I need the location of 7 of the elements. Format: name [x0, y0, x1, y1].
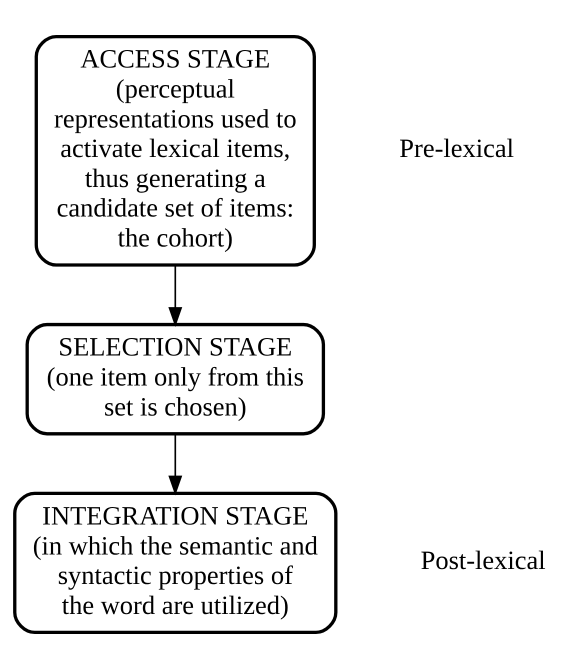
arrow — [168, 265, 182, 327]
arrow — [168, 433, 182, 496]
node-box: SELECTION STAGE (one item only from this set is chosen) — [26, 322, 326, 435]
node-box: INTEGRATION STAGE (in which the semantic and syntactic properties of the word are utilized) — [13, 491, 338, 634]
label: Pre-lexical — [399, 132, 514, 163]
node-box: ACCESS STAGE (perceptual representations used to activate lexical items, thus generating a candidate set of items: the cohort) — [34, 34, 316, 266]
label: Post-lexical — [420, 544, 546, 575]
